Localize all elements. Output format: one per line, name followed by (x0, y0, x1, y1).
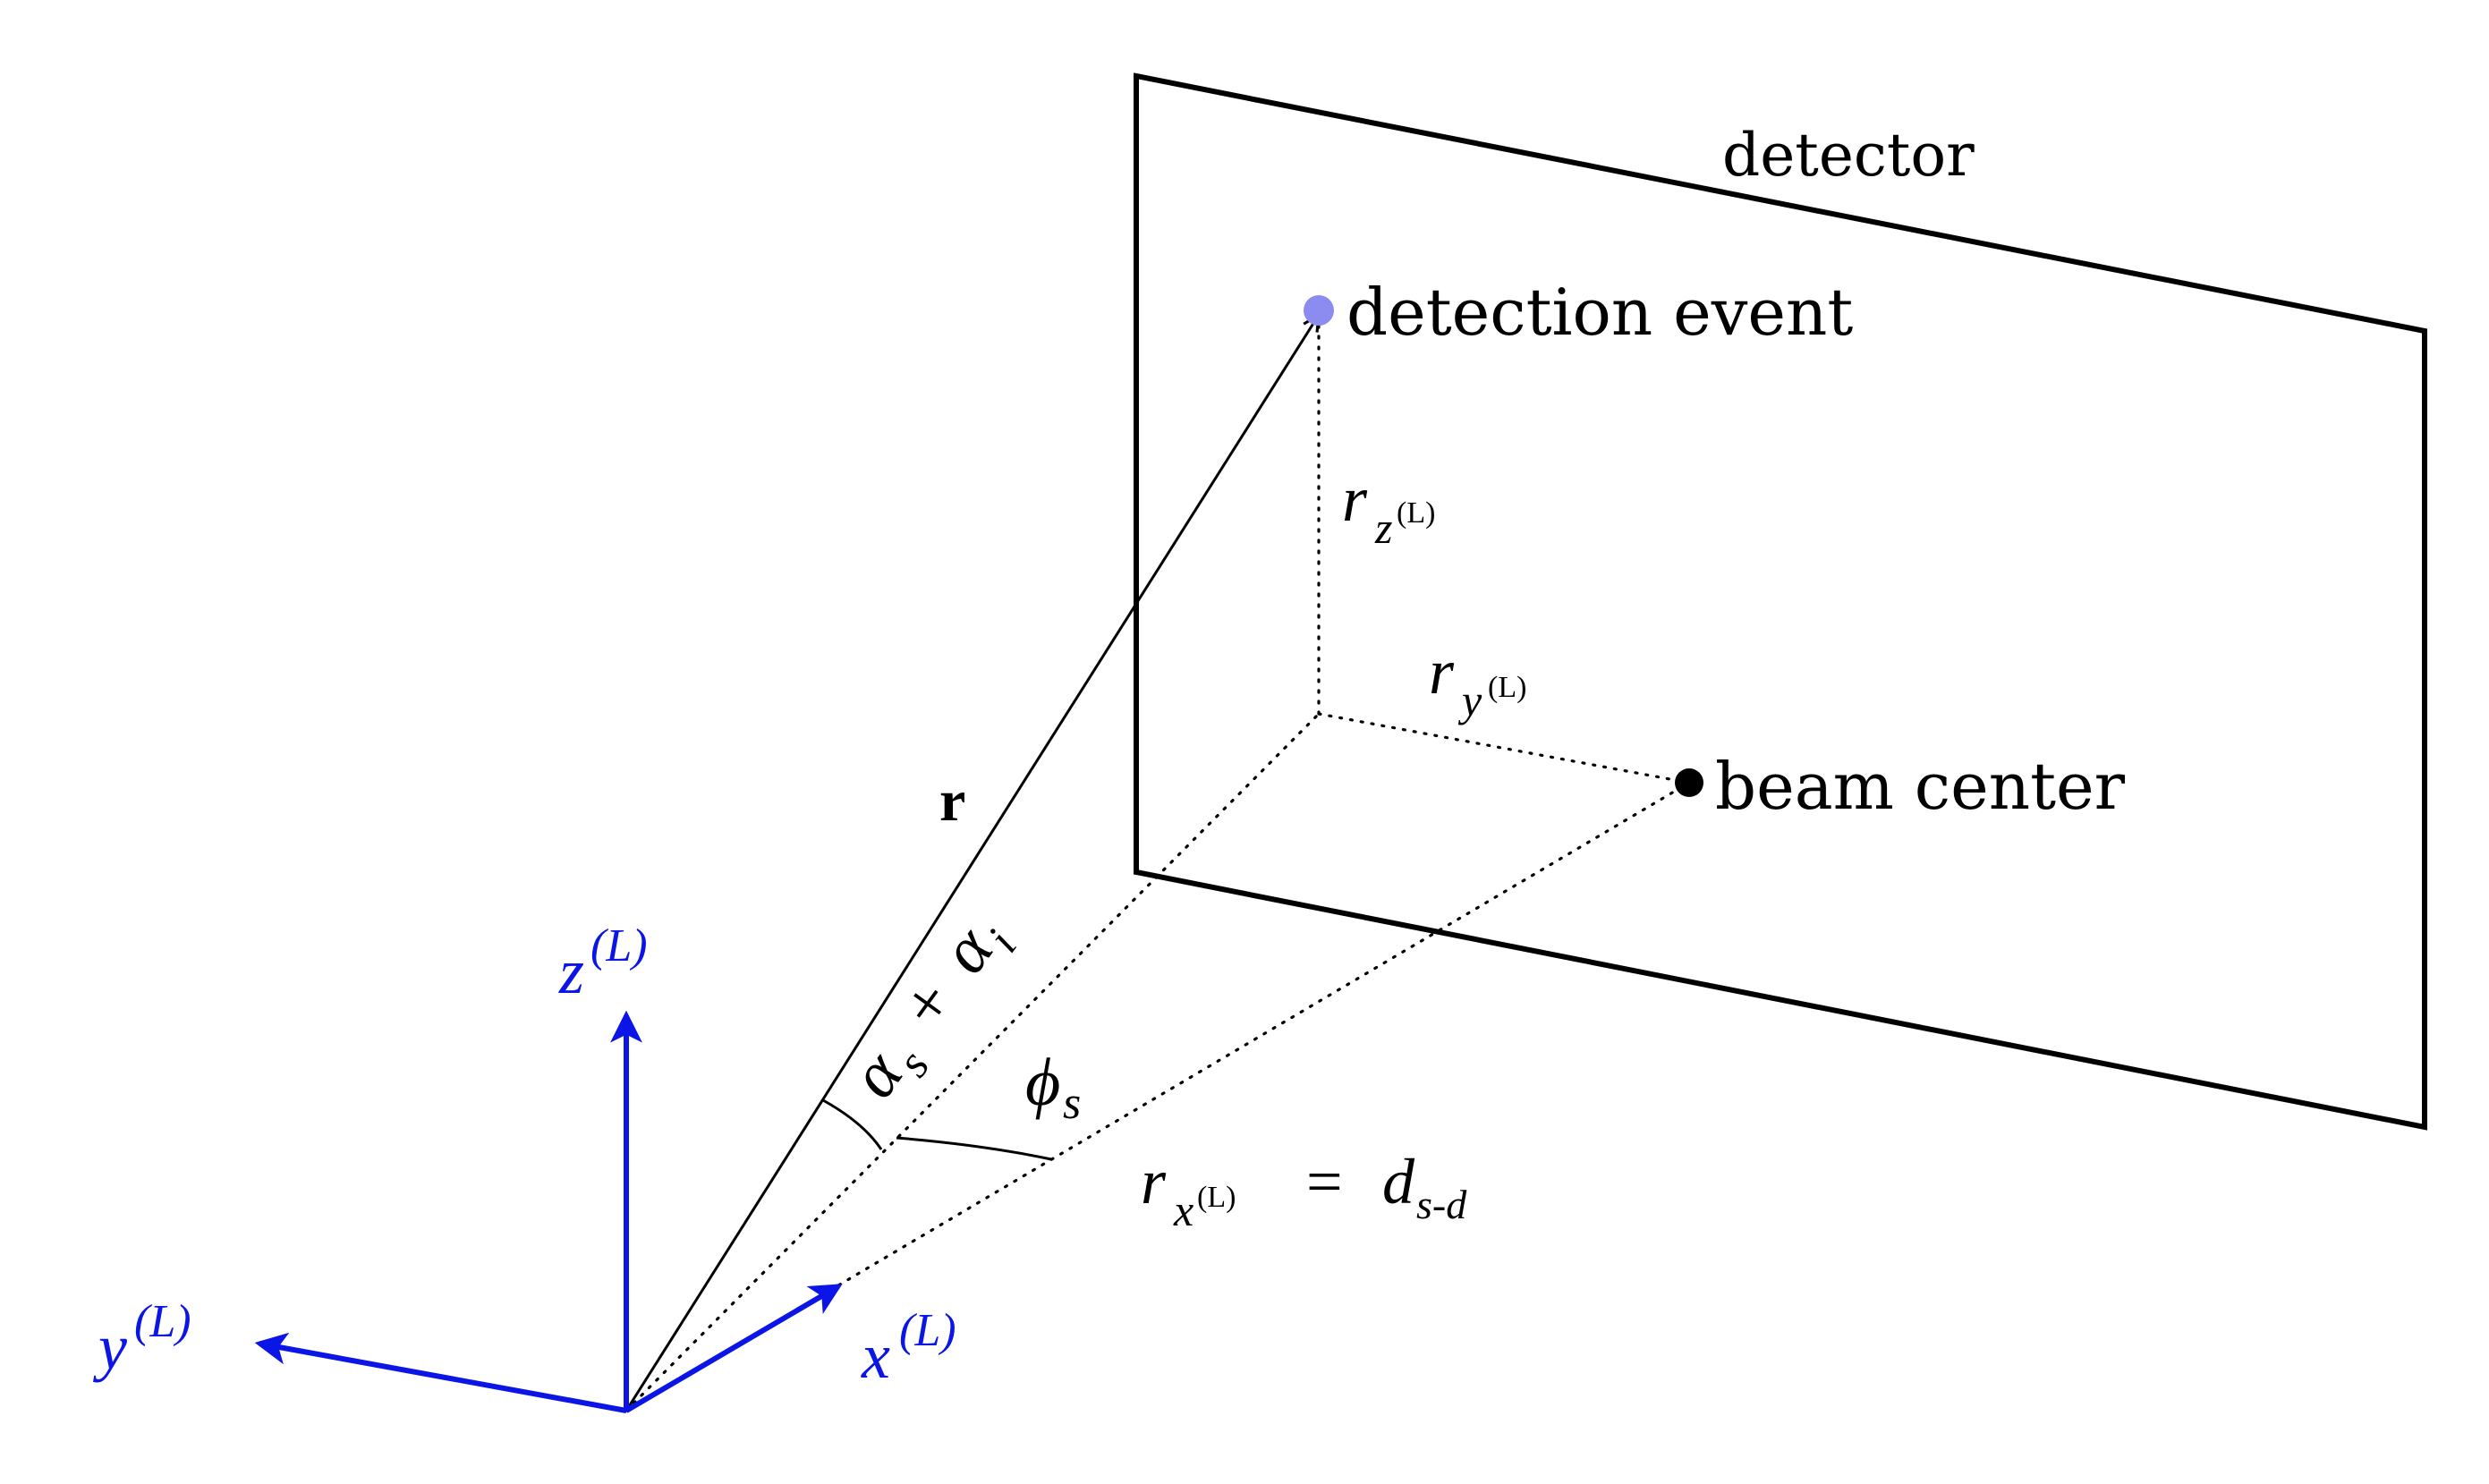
y-axis-symbol: y (92, 1311, 127, 1383)
lab-axes (254, 1010, 843, 1413)
rx-equation-label: r x (L) = d s-d (1141, 1146, 1467, 1235)
dotted-ry-line (1317, 712, 1691, 784)
z-axis-superscript: (L) (590, 920, 648, 971)
x-axis-arrow (624, 1284, 843, 1413)
ry-subscript: y (1457, 675, 1482, 725)
detection-event-point (1304, 295, 1334, 326)
beam-center-point (1675, 768, 1703, 797)
alpha-i-symbol: α (926, 912, 1009, 986)
phi-angle-arc (896, 1136, 1052, 1161)
construction-lines (624, 313, 1691, 1412)
equals-sign: = (1306, 1146, 1343, 1217)
ry-superscript: (L) (1488, 671, 1526, 704)
dotted-inplane-projection (624, 712, 1321, 1412)
x-axis-superscript: (L) (899, 1305, 956, 1356)
alpha-angle-arc (822, 1098, 883, 1150)
phi-label: ϕ s (1025, 1045, 1081, 1129)
detector-plane (1134, 72, 2427, 1131)
rx-subscript: x (1173, 1185, 1194, 1235)
phi-subscript: s (1063, 1078, 1081, 1129)
detection-event-label: detection event (1346, 275, 1853, 350)
beam-center-label: beam center (1715, 749, 2126, 824)
rz-symbol: r (1342, 463, 1368, 535)
x-axis-label: x (L) (861, 1305, 956, 1392)
alpha-label: α s + α i (836, 912, 1027, 1111)
rz-label: r z (L) (1342, 463, 1435, 553)
rx-superscript: (L) (1197, 1181, 1236, 1214)
rz-superscript: (L) (1397, 496, 1435, 530)
ry-label: r y (L) (1429, 636, 1526, 725)
y-axis-label: y (L) (92, 1296, 191, 1383)
detector-label: detector (1722, 121, 1975, 190)
z-axis-symbol: z (558, 936, 584, 1007)
rx-symbol: r (1141, 1146, 1167, 1217)
d-symbol: d (1382, 1146, 1415, 1217)
y-axis-arrow (254, 1332, 627, 1413)
phi-symbol: ϕ (1025, 1045, 1060, 1120)
r-vector-label: r (939, 768, 965, 834)
x-axis-symbol: x (861, 1320, 890, 1392)
z-axis-label: z (L) (558, 920, 648, 1007)
rz-subscript: z (1374, 503, 1392, 553)
y-axis-superscript: (L) (134, 1296, 191, 1347)
r-vector (624, 315, 1319, 1412)
d-subscript: s-d (1416, 1182, 1467, 1227)
ry-symbol: r (1429, 636, 1455, 708)
